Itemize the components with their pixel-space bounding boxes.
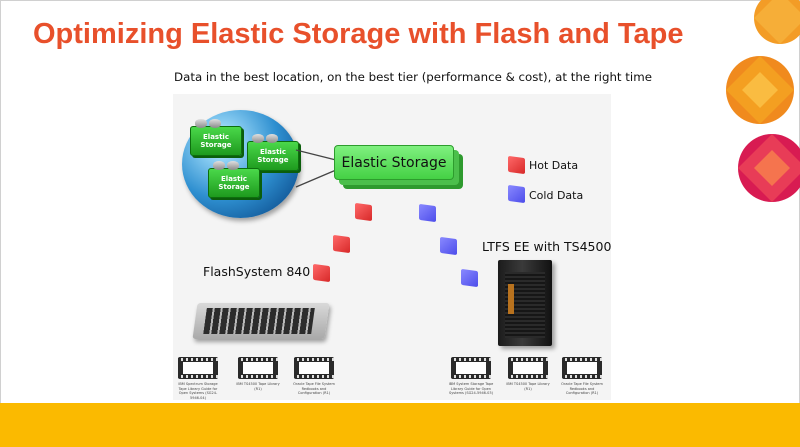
tape-library-rack-icon [498,260,552,346]
doc-thumbnail-caption: Oracle Tape File System Redbooks and Con… [293,382,335,395]
doc-thumbnail-caption: IBM TS4500 Tape Library (R1) [506,382,550,391]
legend-cold-swatch [508,184,525,204]
globe-node-1-label: Elastic Storage [200,133,232,149]
legend-hot-label: Hot Data [529,159,579,172]
elastic-storage-box: Elastic Storage [334,145,454,180]
flashsystem-server-icon [192,303,330,339]
hot-data-block-1 [355,202,372,222]
globe-node-2: Elastic Storage [247,134,299,171]
doc-thumbnail-left-2[interactable]: IBM TS4500 Tape Library (R1) [236,357,280,403]
slide-title: Optimizing Elastic Storage with Flash an… [33,18,684,50]
doc-thumbnail-caption: IBM TS4500 Tape Library (R1) [236,382,280,391]
globe-node-2-label: Elastic Storage [257,148,289,164]
doc-thumbnail-caption: IBM Spectrum Storage Tape Library Guide … [178,382,218,400]
cold-data-block-3 [461,268,478,288]
decoration-circle-top [754,0,800,44]
doc-thumbnail-right-3[interactable]: Oracle Tape File System Redbooks and Con… [561,357,603,403]
connector-line-lower [295,169,337,188]
cold-data-block-1 [419,203,436,223]
doc-thumbnail-left-3[interactable]: Oracle Tape File System Redbooks and Con… [293,357,335,403]
doc-thumbnail-caption: IBM System Storage Tape Library Guide fo… [448,382,494,395]
doc-thumbnail-left-1[interactable]: IBM Spectrum Storage Tape Library Guide … [178,357,218,403]
legend-cold-label: Cold Data [529,189,584,202]
tape-library-label: LTFS EE with TS4500 [482,239,612,254]
hot-data-block-2 [333,234,350,254]
legend-hot-swatch [508,155,525,175]
doc-thumbnail-caption: Oracle Tape File System Redbooks and Con… [561,382,603,395]
cold-data-block-2 [440,236,457,256]
footer-bar [0,403,800,447]
globe-node-3: Elastic Storage [208,161,260,198]
decoration-circle-bottom [738,134,800,202]
doc-thumbnail-right-2[interactable]: IBM TS4500 Tape Library (R1) [506,357,550,403]
decoration-circle-middle [726,56,794,124]
connector-line-upper [295,149,337,161]
hot-data-block-3 [313,263,330,283]
flashsystem-label: FlashSystem 840 [203,264,311,279]
globe-node-3-label: Elastic Storage [218,175,250,191]
diagram-subtitle: Data in the best location, on the best t… [174,70,652,84]
globe-node-1: Elastic Storage [190,119,242,156]
doc-thumbnail-right-1[interactable]: IBM System Storage Tape Library Guide fo… [449,357,493,403]
corner-decoration [726,0,800,202]
